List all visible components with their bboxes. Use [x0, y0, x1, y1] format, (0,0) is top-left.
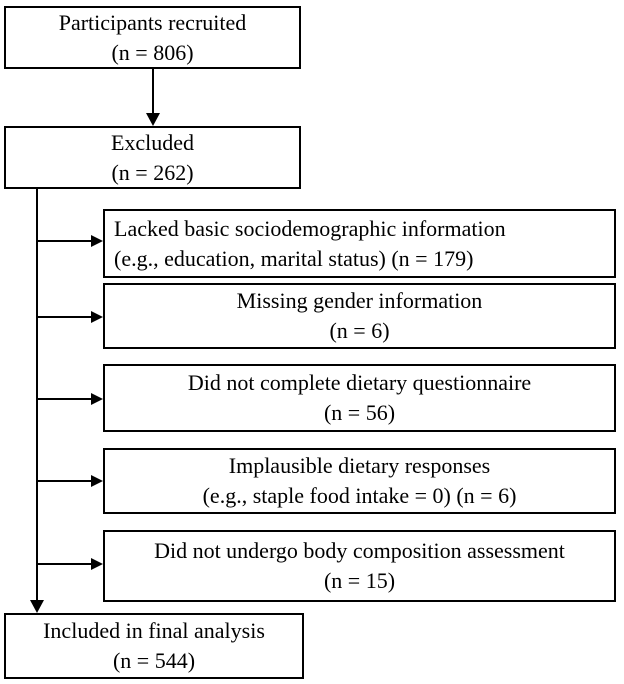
- box-count: (n = 15): [323, 568, 396, 593]
- box-participants-recruited: Participants recruited (n = 806): [4, 6, 301, 69]
- box-exclusion-reason-body-composition: Did not undergo body composition assessm…: [103, 530, 616, 602]
- arrow-branch-reason-2: [36, 311, 103, 323]
- box-exclusion-reason-gender: Missing gender information (n = 6): [103, 283, 616, 349]
- box-label: Did not undergo body composition assessm…: [154, 538, 565, 563]
- arrow-recruited-to-excluded: [146, 69, 160, 126]
- box-count: (e.g., staple food intake = 0) (n = 6): [202, 483, 517, 508]
- box-count: (n = 262): [111, 159, 194, 185]
- box-exclusion-reason-sociodemographic: Lacked basic sociodemographic informatio…: [103, 209, 616, 278]
- arrow-branch-reason-5: [36, 558, 103, 570]
- box-label: Excluded: [110, 129, 195, 155]
- box-label: Missing gender information: [236, 288, 483, 313]
- box-count: (n = 806): [111, 39, 194, 65]
- box-label: Did not complete dietary questionnaire: [187, 370, 532, 395]
- box-label: Included in final analysis: [43, 618, 265, 643]
- box-count: (n = 6): [329, 318, 390, 343]
- box-count: (e.g., education, marital status) (n = 1…: [114, 245, 474, 271]
- box-count: (n = 544): [112, 648, 196, 673]
- box-label: Participants recruited: [58, 9, 247, 35]
- arrow-excluded-to-included: [30, 189, 44, 613]
- arrow-branch-reason-4: [36, 475, 103, 487]
- box-exclusion-reason-dietary-questionnaire: Did not complete dietary questionnaire (…: [103, 364, 616, 432]
- box-included-final-analysis: Included in final analysis (n = 544): [4, 613, 304, 679]
- box-excluded: Excluded (n = 262): [4, 126, 301, 189]
- arrow-branch-reason-1: [36, 235, 103, 247]
- box-label: Implausible dietary responses: [228, 453, 491, 478]
- box-label: Lacked basic sociodemographic informatio…: [114, 215, 506, 241]
- box-count: (n = 56): [323, 400, 396, 425]
- box-exclusion-reason-implausible-responses: Implausible dietary responses (e.g., sta…: [103, 448, 616, 514]
- arrow-branch-reason-3: [36, 393, 103, 405]
